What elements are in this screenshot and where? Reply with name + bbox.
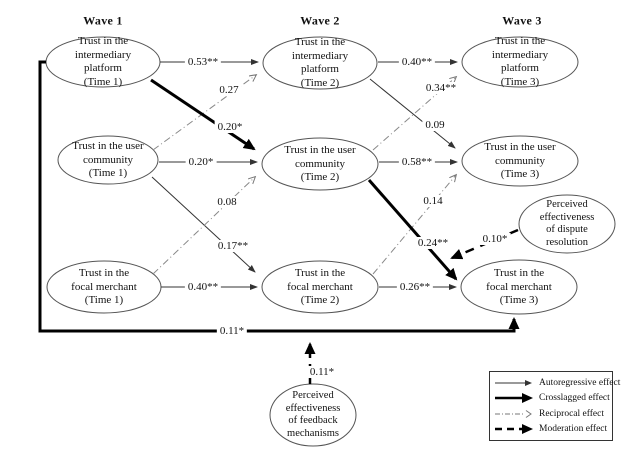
coef-cross-community-t2-merchant-t3: 0.24**: [414, 237, 452, 249]
crosslagged-arrow-community-t1-merchant-t2: [151, 176, 256, 273]
node-dispute-resolution: [518, 194, 616, 254]
legend-label-reciprocal: Reciprocal effect: [539, 408, 604, 419]
node-feedback-mechanisms: [269, 383, 357, 447]
coef-auto-platform-t1-t2: 0.53**: [184, 56, 222, 68]
node-merchant-t2: [261, 260, 379, 314]
coef-cross-platform-t1-community-t2: 0.20*: [214, 121, 246, 133]
coef-auto-community-t2-t3: 0.58**: [398, 156, 436, 168]
node-label-community-t2: Trust in the user community (Time 2): [284, 143, 356, 183]
legend-label-crosslagged: Crosslagged effect: [539, 393, 610, 404]
coef-recip-community-t1-platform-t2: 0.27: [216, 84, 242, 96]
node-merchant-t3: [460, 259, 578, 315]
coef-lag-community-t1-merchant-t2: 0.17**: [214, 240, 252, 252]
coef-auto-merchant-t2-t3: 0.26**: [396, 281, 434, 293]
node-label-merchant-t2: Trust in the focal merchant (Time 2): [287, 266, 353, 306]
moderation-line-icon: [495, 424, 533, 435]
legend-label-autoregressive: Autoregressive effect: [539, 377, 621, 388]
wave3-heading: Wave 3: [502, 13, 542, 28]
coef-cross-platform-t1-merchant-t3: 0.11*: [216, 325, 248, 337]
node-label-platform-t1: Trust in the intermediary platform (Time…: [74, 35, 132, 88]
node-label-platform-t3: Trust in the intermediary platform (Time…: [491, 35, 549, 88]
crosslagged-thick-arrow-community-t2-merchant-t3: [367, 179, 458, 281]
legend-item-autoregressive: Autoregressive effect: [494, 376, 620, 390]
node-community-t1: [57, 135, 159, 185]
reciprocal-arrow-community-t2-platform-t3: [372, 77, 456, 151]
crosslagged-thick-arrow-platform-t1-community-t2: [150, 78, 256, 151]
node-community-t3: [461, 135, 579, 187]
node-label-community-t1: Trust in the user community (Time 1): [72, 139, 144, 179]
autoregressive-line-icon: [495, 379, 532, 386]
wave2-heading: Wave 2: [300, 13, 340, 28]
coef-recip-merchant-t1-community-t2: 0.08: [214, 196, 240, 208]
crosslagged-thick-arrow-platform-t1-merchant-t3: [38, 60, 520, 333]
node-label-feedback-mechanisms: Perceived effectiveness of feedback mech…: [285, 390, 341, 439]
legend-item-reciprocal: Reciprocal effect: [494, 407, 608, 421]
crosslagged-line-icon: [495, 393, 533, 404]
reciprocal-arrow-merchant-t1-community-t2: [152, 177, 255, 275]
reciprocal-arrow-merchant-t2-community-t3: [372, 175, 456, 275]
coef-recip-community-t2-platform-t3: 0.34**: [422, 82, 460, 94]
coef-auto-community-t1-t2: 0.20*: [185, 156, 217, 168]
node-label-dispute-resolution: Perceived effectiveness of dispute resol…: [539, 199, 595, 248]
node-label-merchant-t3: Trust in the focal merchant (Time 3): [486, 266, 552, 306]
wave1-heading: Wave 1: [83, 13, 123, 28]
reciprocal-line-icon: [495, 409, 532, 418]
legend-item-moderation: Moderation effect: [494, 422, 608, 436]
coef-mod-feedback-mechanisms: 0.11*: [306, 366, 338, 378]
legend-item-crosslagged: Crosslagged effect: [494, 391, 610, 405]
coef-auto-merchant-t1-t2: 0.40**: [184, 281, 222, 293]
node-label-merchant-t1: Trust in the focal merchant (Time 1): [71, 266, 137, 306]
coef-auto-platform-t2-t3: 0.40**: [398, 56, 436, 68]
node-community-t2: [261, 137, 379, 191]
node-label-platform-t2: Trust in the intermediary platform (Time…: [291, 36, 349, 89]
coef-lag-platform-t2-community-t3: 0.09: [422, 119, 448, 131]
coef-mod-dispute-resolution: 0.10*: [479, 233, 511, 245]
legend: Autoregressive effect Crosslagged effect…: [489, 371, 620, 441]
crosslagged-arrow-platform-t2-community-t3: [369, 78, 456, 149]
legend-label-moderation: Moderation effect: [539, 424, 608, 435]
coef-recip-merchant-t2-community-t3: 0.14: [420, 195, 446, 207]
node-label-community-t3: Trust in the user community (Time 3): [484, 140, 556, 180]
node-platform-t3: [461, 36, 579, 88]
node-platform-t2: [262, 36, 378, 90]
